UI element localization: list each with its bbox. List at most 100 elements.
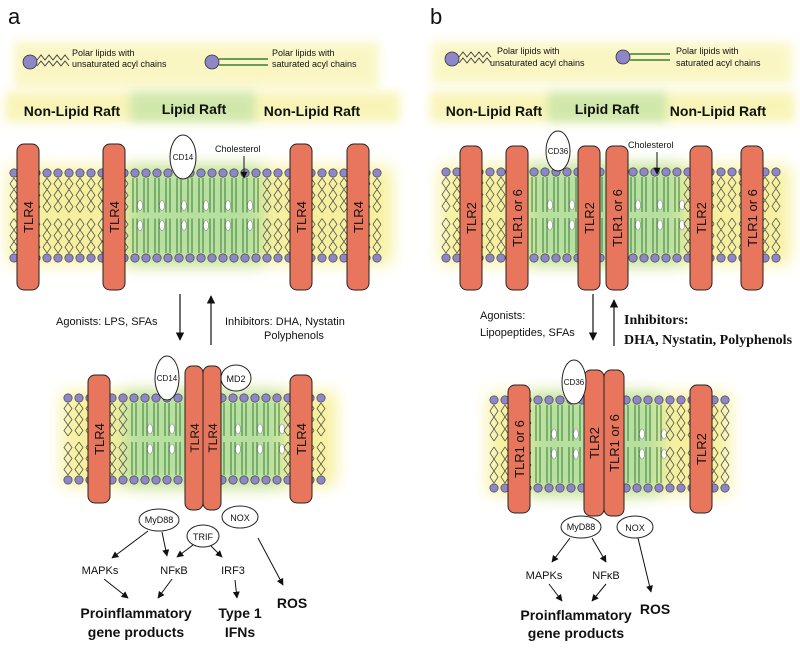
tlr4-receptor: TLR4 [16,143,40,291]
myd88-label: MyD88 [567,522,596,532]
cd36-coreceptor: CD36 [545,130,571,172]
panel-b-legend: Polar lipids with unsaturated acyl chain… [432,42,792,84]
tlr4-label: TLR4 [294,423,309,455]
region-non-lipid-raft-right: Non-Lipid Raft [670,103,767,119]
irf3-text: IRF3 [221,565,245,577]
tlr2-receptor: TLR2 [689,145,713,291]
panel-a: a Polar lipids with unsaturated acyl cha… [5,4,400,640]
nfkb-text: NFκB [160,565,188,577]
tlr4-label: TLR4 [188,423,202,453]
tlr2-tlr1-or-6-dimer: TLR2 TLR1 or 6 [583,369,625,517]
region-non-lipid-raft-right: Non-Lipid Raft [264,103,361,119]
tlr1-or-6-receptor: TLR1 or 6 [605,145,629,291]
myd88-label: MyD88 [145,515,174,525]
inhibitors-text-line1: Inhibitors: DHA, Nystatin [225,316,345,328]
mapks-text: MAPKs [82,565,119,577]
tlr2-label: TLR2 [464,202,479,234]
legend-sat-line1: Polar lipids with [676,46,739,56]
panel-a-bottom-receptors: TLR4 TLR4 TLR4 TLR4 [87,365,313,511]
region-non-lipid-raft-left: Non-Lipid Raft [446,103,543,119]
panel-b-bottom-receptors: TLR1 or 6 TLR2 TLR1 or 6 TLR2 [507,369,713,517]
md2-coreceptor: MD2 [220,364,252,392]
legend-unsat-line2: unsaturated acyl chains [72,59,167,69]
cd14-label: CD14 [157,374,178,383]
trif-label: TRIF [193,532,213,542]
tlr1-or-6-receptor: TLR1 or 6 [507,384,531,514]
legend-unsat-line2: unsaturated acyl chains [490,58,585,68]
mapks-text: MAPKs [526,570,563,582]
tlr4-label: TLR4 [21,201,36,233]
legend-unsat-line1: Polar lipids with [72,48,135,58]
panel-b-label: b [430,4,442,29]
tlr4-label: TLR4 [294,201,309,233]
tlr4-receptor: TLR4 [346,143,370,291]
nox-label: NOX [230,513,250,523]
unsaturated-lipid-legend-icon [444,51,492,67]
tlr4-label: TLR4 [351,201,366,233]
tlr1-or-6-receptor: TLR1 or 6 [505,145,529,291]
panel-b-top-receptors: TLR2 TLR1 or 6 TLR2 TLR1 or 6 TLR2 TLR1 … [459,145,764,291]
tlr4-label: TLR4 [206,423,220,453]
ros-text: ROS [640,601,670,617]
panel-a-label: a [8,4,21,29]
legend-sat-line1: Polar lipids with [272,48,335,58]
agonists-text: Agonists: LPS, SFAs [56,316,158,328]
panel-b-pathway-arrows [548,537,653,602]
tlr4-label: TLR4 [92,423,107,455]
cd36-coreceptor-bound: CD36 [561,359,587,405]
proinflammatory-text-line1: Proinflammatory [520,607,631,623]
saturated-lipid-legend-icon [204,54,268,70]
tlr4-label: TLR4 [107,201,122,233]
trif-adaptor: TRIF [186,524,220,548]
tlr4-receptor: TLR4 [289,143,313,291]
nfkb-text: NFκB [592,570,620,582]
panel-a-legend: Polar lipids with unsaturated acyl chain… [14,42,379,88]
tlr4-receptor: TLR4 [87,374,111,504]
md2-label: MD2 [226,374,245,384]
type1-ifns-text-line1: Type 1 [218,605,262,621]
tlr1-or-6-receptor: TLR1 or 6 [740,145,764,291]
tlr1-or-6-label: TLR1 or 6 [510,189,525,247]
region-lipid-raft: Lipid Raft [575,101,640,117]
inhibitors-text-line1: Inhibitors: [624,313,689,328]
tlr2-receptor: TLR2 [459,145,483,291]
inhibitors-text-line2: Polyphenols [264,330,324,342]
cd14-coreceptor: CD14 [169,134,197,180]
ros-text: ROS [277,595,307,611]
cholesterol-label: Cholesterol [215,144,261,154]
cd36-label: CD36 [548,147,569,156]
tlr1-or-6-label: TLR1 or 6 [745,189,760,247]
tlr1-or-6-label: TLR1 or 6 [512,420,527,478]
tlr4-receptor: TLR4 [289,374,313,504]
inhibitors-text-line2: DHA, Nystatin, Polyphenols [624,333,793,348]
type1-ifns-text-line2: IFNs [225,624,256,640]
tlr2-label: TLR2 [582,202,597,234]
proinflammatory-text-line2: gene products [88,624,185,640]
panel-a-membrane-resting [8,167,392,264]
proinflammatory-text-line1: Proinflammatory [80,605,191,621]
tlr1-or-6-label: TLR1 or 6 [610,189,625,247]
region-non-lipid-raft-left: Non-Lipid Raft [24,103,121,119]
region-lipid-raft: Lipid Raft [162,101,227,117]
nox-label: NOX [625,523,645,533]
tlr2-label: TLR2 [587,427,602,459]
nox-adaptor: NOX [616,515,654,539]
panel-a-pathway-arrows [103,530,284,599]
cd36-label: CD36 [564,378,585,387]
proinflammatory-text-line2: gene products [528,625,625,641]
legend-sat-line2: saturated acyl chains [676,58,761,68]
panel-a-top-receptors: TLR4 TLR4 TLR4 TLR4 [16,143,370,291]
panel-b: b Polar lipids with unsaturated acyl cha… [430,4,795,641]
cd14-coreceptor-bound: CD14 [154,355,180,401]
tlr2-receptor: TLR2 [689,384,713,514]
legend-unsat-line1: Polar lipids with [497,46,560,56]
cholesterol-label: Cholesterol [628,140,674,150]
legend-sat-line2: saturated acyl chains [272,59,357,69]
unsaturated-lipid-legend-icon [22,54,70,70]
tlr2-label: TLR2 [694,202,709,234]
tlr4-dimer: TLR4 TLR4 [184,365,222,511]
myd88-adaptor: MyD88 [138,508,180,532]
myd88-adaptor: MyD88 [560,515,602,539]
cd14-label: CD14 [173,153,194,162]
